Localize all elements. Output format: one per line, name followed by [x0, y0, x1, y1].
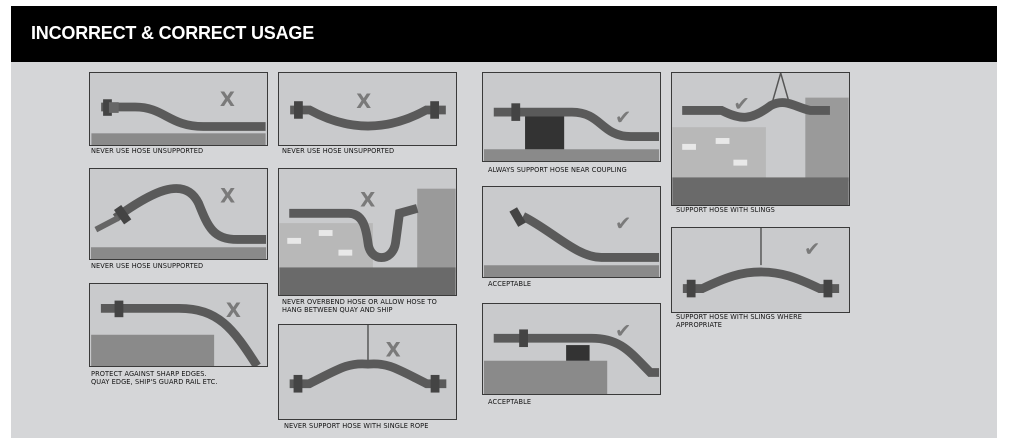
- panel-overbend: X: [278, 168, 457, 296]
- panel-sharp-edges: X: [89, 283, 268, 367]
- caption-panel-1: NEVER USE HOSE UNSUPPORTED: [91, 147, 204, 155]
- hose-unsupported-illustration: X: [91, 88, 266, 145]
- caption-panel-3: ALWAYS SUPPORT HOSE NEAR COUPLING: [488, 166, 627, 174]
- incorrect-x-icon: X: [226, 299, 241, 322]
- caption-panel-5: NEVER USE HOSE UNSUPPORTED: [91, 262, 204, 270]
- panel-acceptable-1: ✔: [482, 186, 661, 278]
- panel-unsupported-2: X: [278, 72, 457, 146]
- caption-panel-8a: SUPPORT HOSE WITH SLINGS WHERE: [676, 313, 803, 321]
- correct-check-icon: ✔: [615, 212, 631, 235]
- incorrect-x-icon: X: [356, 90, 371, 113]
- usage-guide-page: INCORRECT & CORRECT USAGE X NEVER USE HO…: [11, 6, 997, 438]
- panel-unsupported-3: X: [89, 168, 268, 260]
- panel-single-rope: X: [278, 324, 457, 420]
- panel-support-coupling: ✔: [482, 72, 661, 162]
- hose-acceptable-slope-illustration: ✔: [483, 207, 660, 277]
- caption-panel-11: NEVER SUPPORT HOSE WITH SINGLE ROPE: [284, 422, 429, 430]
- hose-single-rope-illustration: X: [289, 325, 447, 393]
- hose-sharp-edge-illustration: X: [91, 299, 261, 366]
- correct-check-icon: ✔: [804, 237, 820, 260]
- panel-slings-appropriate: ✔: [671, 227, 850, 313]
- panel-unsupported-1: X: [89, 72, 268, 146]
- incorrect-x-icon: X: [360, 188, 375, 211]
- caption-panel-10: ACCEPTABLE: [488, 398, 532, 406]
- panel-support-slings: ✔: [671, 72, 850, 206]
- incorrect-x-icon: X: [386, 338, 401, 361]
- caption-panel-4: SUPPORT HOSE WITH SLINGS: [676, 206, 775, 214]
- incorrect-x-icon: X: [220, 88, 235, 111]
- correct-check-icon: ✔: [733, 92, 750, 115]
- hose-slings-quay-illustration: ✔: [672, 73, 849, 205]
- hose-overbend-illustration: X: [279, 188, 456, 295]
- header-bar: INCORRECT & CORRECT USAGE: [11, 6, 997, 62]
- correct-check-icon: ✔: [615, 106, 631, 129]
- correct-check-icon: ✔: [615, 319, 631, 342]
- hose-support-coupling-illustration: ✔: [483, 103, 660, 161]
- caption-panel-7: ACCEPTABLE: [488, 280, 532, 288]
- caption-panel-8b: APPROPRIATE: [676, 321, 723, 329]
- hose-sagging-illustration: X: [290, 90, 446, 131]
- caption-panel-2: NEVER USE HOSE UNSUPPORTED: [282, 147, 395, 155]
- caption-panel-6a: NEVER OVERBEND HOSE OR ALLOW HOSE TO: [282, 298, 437, 306]
- page-title: INCORRECT & CORRECT USAGE: [31, 23, 315, 43]
- hose-slings-appropriate-illustration: ✔: [682, 228, 840, 298]
- caption-panel-6b: HANG BETWEEN QUAY AND SHIP: [282, 306, 393, 314]
- panel-acceptable-2: ✔: [482, 303, 661, 395]
- caption-panel-9b: QUAY EDGE, SHIP'S GUARD RAIL ETC.: [91, 378, 218, 386]
- hose-unsupported-angled-illustration: X: [90, 184, 267, 259]
- incorrect-x-icon: X: [220, 184, 235, 207]
- caption-panel-9a: PROTECT AGAINST SHARP EDGES.: [91, 370, 207, 378]
- hose-acceptable-support-illustration: ✔: [483, 319, 660, 394]
